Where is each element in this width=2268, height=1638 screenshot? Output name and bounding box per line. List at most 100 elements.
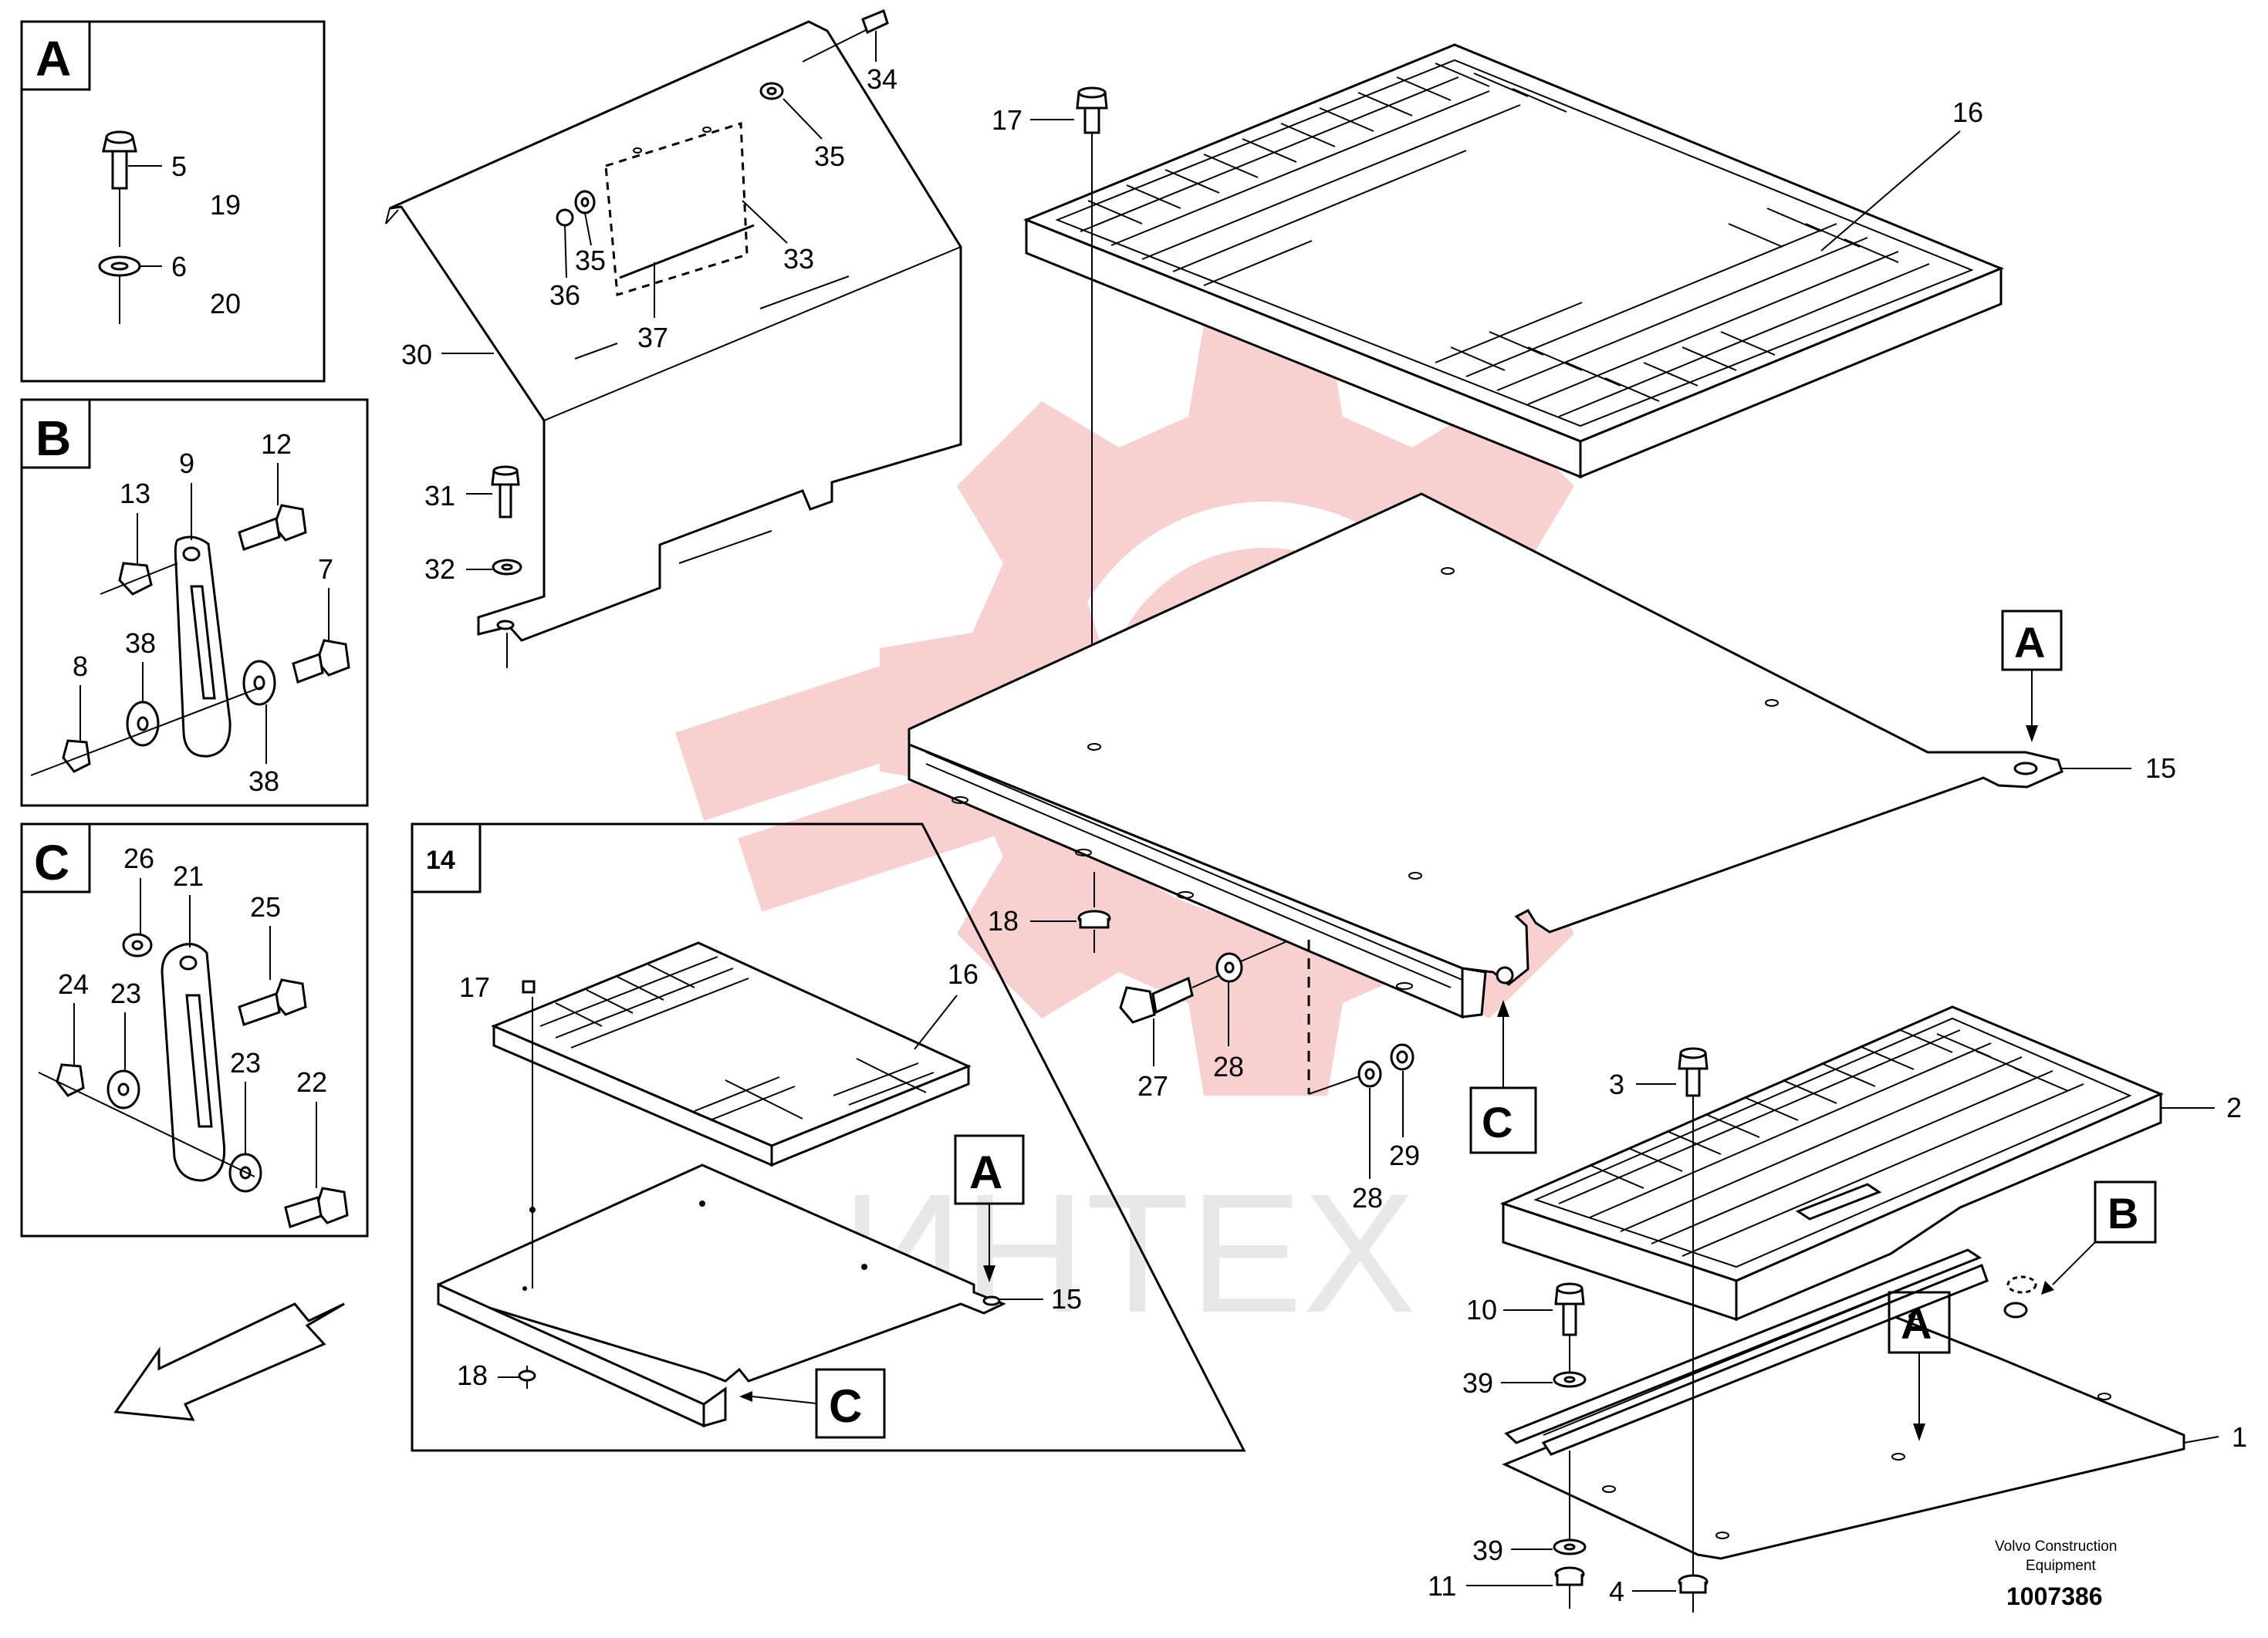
bolt-icon	[1076, 86, 1108, 134]
detail-box-b: B 13 9	[20, 398, 369, 807]
callout-35: 35	[575, 245, 606, 276]
callout-30: 30	[401, 339, 432, 370]
floor-plate-icon	[908, 492, 2064, 1019]
callout-16: 16	[1952, 96, 1983, 128]
callout-8: 8	[73, 650, 88, 682]
box-c-label-frame	[20, 822, 91, 893]
callout-18: 18	[988, 905, 1019, 937]
cover-icon	[385, 20, 962, 642]
callout-28: 28	[1352, 1182, 1383, 1214]
nut-icon	[1554, 1566, 1585, 1586]
callout-20: 20	[210, 288, 241, 319]
bolt-icon	[1554, 1282, 1585, 1336]
callout-38: 38	[125, 627, 156, 659]
callout-5: 5	[171, 150, 187, 182]
direction-arrow-icon	[113, 1302, 345, 1421]
ref-tag-c: C	[1482, 1098, 1513, 1147]
nut-icon	[1678, 1574, 1709, 1594]
callout-4: 4	[1609, 1576, 1624, 1607]
callout-17: 17	[992, 104, 1022, 136]
bolt-icon	[238, 978, 307, 1026]
callout-17: 17	[459, 971, 490, 1003]
grating-icon	[491, 941, 972, 1167]
nut-icon	[38, 1063, 255, 1177]
ref-tag-c: C	[829, 1380, 862, 1432]
detail-box-c: C 26 21	[20, 822, 369, 1238]
grating-icon	[1022, 43, 2004, 479]
callout-38: 38	[248, 765, 279, 797]
callout-26: 26	[123, 843, 154, 874]
detail-box-14: 14 17 16 A	[411, 822, 1246, 1452]
washer-icon	[556, 208, 574, 227]
callout-29: 29	[1389, 1140, 1420, 1171]
bolt-icon	[284, 1187, 349, 1228]
floor-plate-icon	[1502, 1248, 2185, 1560]
box-b-label: B	[35, 410, 71, 466]
callout-35: 35	[814, 140, 845, 172]
callout-25: 25	[250, 891, 281, 923]
ref-tag-b: B	[2107, 1189, 2138, 1238]
box-a-label-frame	[20, 20, 91, 91]
washer-icon	[759, 82, 784, 100]
nut-icon	[1390, 1043, 1415, 1071]
callout-18: 18	[457, 1359, 488, 1391]
detail-box-a: A 5 19 6 20	[20, 20, 326, 383]
callout-1: 1	[2232, 1421, 2247, 1453]
washer-icon	[126, 701, 160, 747]
callout-28: 28	[1213, 1051, 1244, 1082]
floor-plate-icon	[437, 1163, 1006, 1428]
ref-tag-b-box	[2094, 1180, 2157, 1244]
callout-10: 10	[1466, 1294, 1497, 1326]
callout-16: 16	[948, 958, 979, 990]
bolt-icon	[238, 504, 307, 551]
box-14-label-frame	[411, 822, 482, 893]
nut-icon	[1077, 910, 1111, 929]
callout-15: 15	[1051, 1283, 1082, 1315]
washer-icon	[106, 1069, 140, 1109]
grating-icon	[1499, 1005, 2164, 1322]
callout-39: 39	[1462, 1367, 1493, 1399]
callout-19: 19	[210, 189, 241, 221]
callout-6: 6	[171, 251, 187, 282]
callout-7: 7	[318, 553, 333, 585]
nut-icon	[518, 1370, 536, 1382]
callout-32: 32	[424, 553, 455, 585]
link-plate-icon	[174, 535, 232, 758]
washer-icon	[122, 933, 153, 957]
callout-2: 2	[2226, 1092, 2242, 1123]
callout-3: 3	[1609, 1069, 1624, 1100]
watermark-text: ИНТЕХ	[841, 1158, 1416, 1348]
callout-13: 13	[120, 478, 150, 509]
callout-22: 22	[296, 1066, 327, 1098]
callout-39: 39	[1472, 1535, 1503, 1566]
document-number: 1007386	[2006, 1582, 2103, 1610]
bolt-icon	[1119, 976, 1194, 1024]
callout-37: 37	[637, 322, 668, 353]
bolt-icon	[102, 130, 137, 247]
washer-icon	[1357, 1060, 1382, 1088]
callout-15: 15	[2145, 752, 2176, 784]
nut-icon	[100, 562, 178, 596]
ref-tag-a: A	[1901, 1299, 1932, 1348]
callout-23: 23	[230, 1047, 261, 1079]
callout-21: 21	[173, 860, 204, 892]
nut-icon	[30, 686, 263, 776]
washer-icon	[492, 559, 522, 576]
callout-33: 33	[783, 243, 814, 275]
callout-9: 9	[179, 447, 194, 479]
ref-tag-a: A	[969, 1147, 1002, 1198]
callout-34: 34	[867, 63, 897, 95]
washer-icon	[242, 660, 276, 706]
washer-icon	[1553, 1538, 1587, 1555]
box-b-label-frame	[20, 398, 91, 469]
washer-icon	[98, 255, 141, 324]
callout-11: 11	[1428, 1570, 1456, 1602]
callout-36: 36	[549, 279, 580, 311]
callout-24: 24	[58, 968, 89, 1000]
washer-icon	[1553, 1371, 1587, 1388]
box-c-label: C	[34, 835, 69, 890]
footer-company-sub: Equipment	[2026, 1558, 2097, 1574]
bolt-icon	[491, 465, 520, 518]
bolt-icon	[522, 980, 536, 994]
